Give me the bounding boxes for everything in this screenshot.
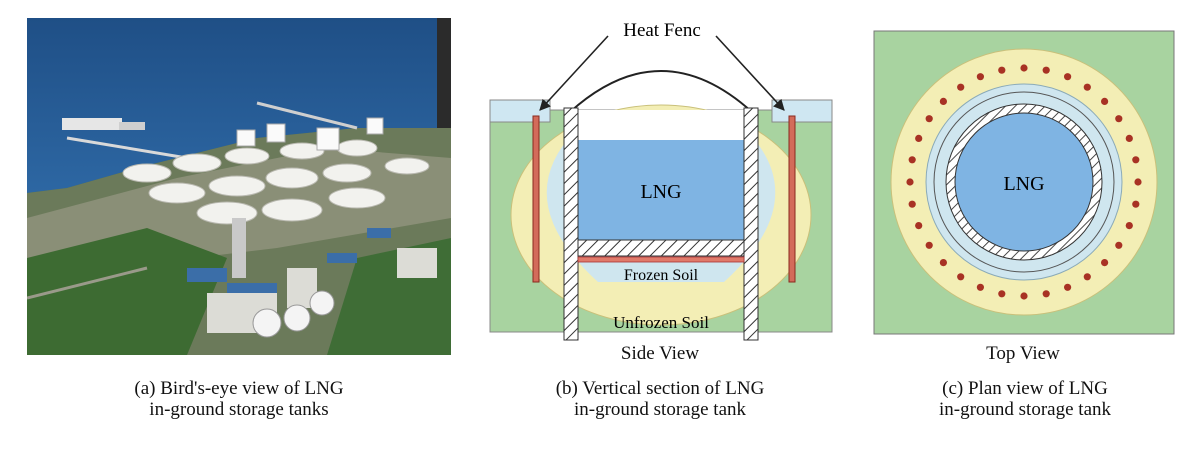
- tank-dome: [569, 70, 753, 113]
- caption-b: (b) Vertical section of LNG in-ground st…: [475, 378, 845, 420]
- heat-fence-dot: [939, 97, 947, 105]
- heat-fence-dot: [906, 178, 914, 186]
- heat-fence-dot: [1101, 259, 1109, 267]
- heat-fence-dot: [1083, 273, 1091, 281]
- aerial-photo-illustration: [27, 18, 451, 355]
- heat-fence-dot: [1064, 283, 1072, 291]
- heat-fence-dot: [915, 134, 923, 142]
- heat-fence-dot: [1101, 97, 1109, 105]
- tank-wall-left: [563, 107, 579, 341]
- heat-fence-dot: [998, 66, 1006, 74]
- lng-label-top: LNG: [1003, 173, 1044, 195]
- unfrozen-soil-label: Unfrozen Soil: [613, 313, 709, 332]
- heat-fence-arrow-right: [715, 35, 785, 111]
- heat-fence-dot: [925, 241, 933, 249]
- side-view-diagram: Heat Fenc LNG Frozen Soil Unfrozen Soil: [488, 10, 834, 355]
- bottom-heater: [577, 256, 745, 263]
- heat-fence-dot: [1042, 290, 1050, 298]
- caption-c-line1: (c) Plan view of LNG: [942, 378, 1108, 399]
- heat-fence-dot: [957, 83, 965, 91]
- frozen-soil-inner-line: [933, 91, 1115, 273]
- caption-b-line2: in-ground storage tank: [573, 399, 746, 420]
- heat-fence-dot: [976, 283, 984, 291]
- heat-fence-dot: [998, 290, 1006, 298]
- heat-fence-dot: [1115, 241, 1123, 249]
- heat-fence-dot: [1132, 156, 1140, 164]
- side-view-label: Side View: [620, 343, 700, 364]
- ground-surface-left: [489, 99, 551, 123]
- caption-c-line2: in-ground storage tank: [938, 399, 1111, 420]
- frozen-soil-label: Frozen Soil: [624, 267, 699, 284]
- heat-fence-dot: [1125, 134, 1133, 142]
- aerial-photo: [27, 18, 451, 355]
- heat-fence-dot: [915, 222, 923, 230]
- top-view-illustration: LNG: [873, 30, 1175, 335]
- heat-fence-dot: [1064, 73, 1072, 81]
- heat-fence-dot: [1042, 66, 1050, 74]
- side-view-illustration: Heat Fenc LNG Frozen Soil Unfrozen Soil: [489, 20, 833, 341]
- lng-label-side: LNG: [640, 181, 681, 203]
- caption-b-line1: (b) Vertical section of LNG: [555, 378, 765, 399]
- heat-fence-dot: [1083, 83, 1091, 91]
- heat-fence-dot: [1115, 115, 1123, 123]
- heat-fence-dot: [1134, 178, 1142, 186]
- heat-fence-right: [788, 115, 796, 283]
- heat-fence-dot: [908, 200, 916, 208]
- tank-wall-right: [743, 107, 759, 341]
- heat-fence-dots: [906, 64, 1142, 300]
- caption-a-line1: (a) Bird's-eye view of LNG: [134, 378, 344, 399]
- vapor-space: [578, 110, 744, 140]
- lng-core: [954, 112, 1094, 252]
- heat-fence-dot: [908, 156, 916, 164]
- heat-fence-dot: [1020, 64, 1028, 72]
- heat-fence-dot: [1125, 222, 1133, 230]
- top-view-diagram: LNG: [873, 30, 1175, 335]
- heat-fence-dot: [1132, 200, 1140, 208]
- heat-fence-dot: [1020, 292, 1028, 300]
- caption-a: (a) Bird's-eye view of LNG in-ground sto…: [27, 378, 451, 420]
- heat-fence-dot: [957, 273, 965, 281]
- heat-fence-dot: [925, 115, 933, 123]
- tank-bottom-slab: [577, 239, 745, 257]
- top-view-label: Top View: [986, 343, 1060, 364]
- heat-fence-arrow-left: [539, 35, 609, 111]
- heat-fence-dot: [976, 73, 984, 81]
- ground-surface-right: [771, 99, 833, 123]
- heat-fence-dot: [939, 259, 947, 267]
- caption-a-line2: in-ground storage tanks: [149, 399, 329, 420]
- heat-fence-left: [532, 115, 540, 283]
- lng-liquid: [578, 140, 744, 240]
- heat-fence-label: Heat Fenc: [623, 20, 701, 41]
- caption-c: (c) Plan view of LNG in-ground storage t…: [870, 378, 1180, 420]
